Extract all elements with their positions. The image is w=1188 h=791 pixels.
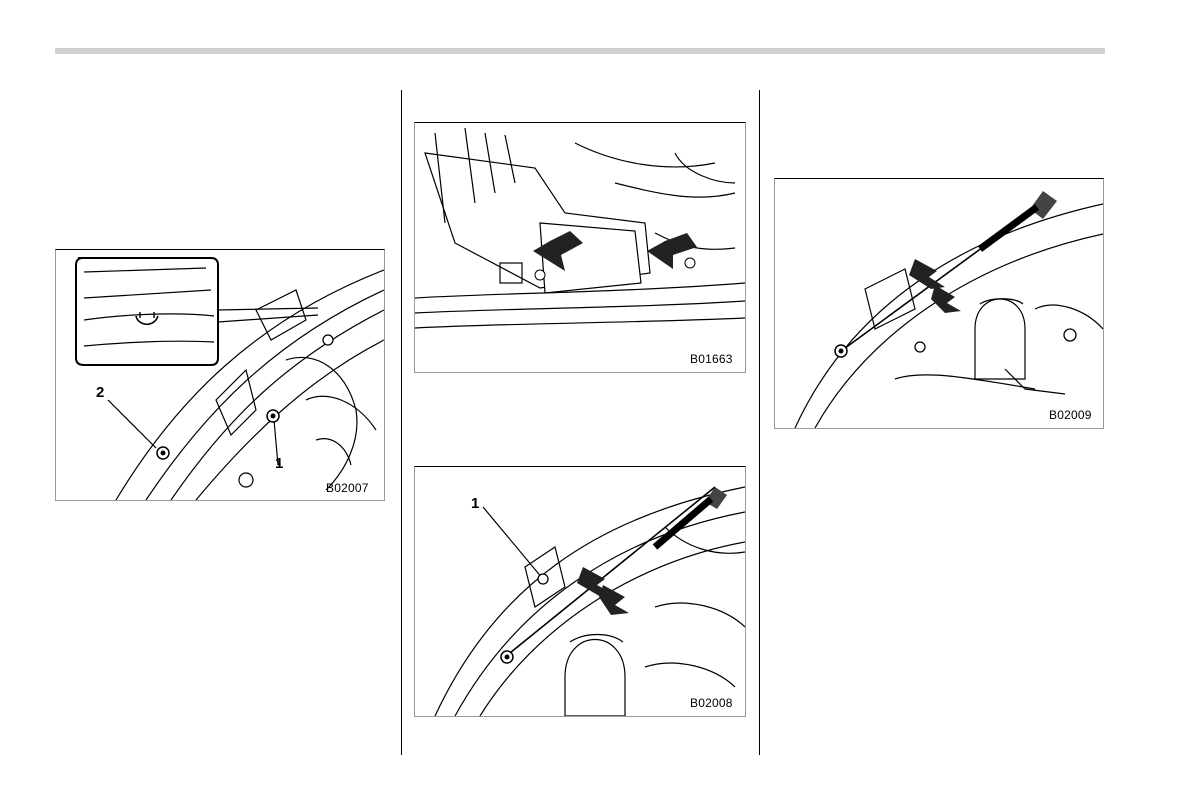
figure-code: B02008	[690, 696, 733, 710]
column-divider-right	[759, 90, 760, 755]
header-rule	[55, 48, 1105, 54]
figure-b02008: 1 B02008	[414, 466, 746, 717]
figure-b02007: 2 1 B02007	[55, 249, 385, 501]
figure-b02008-drawing	[415, 467, 745, 716]
figure-b02009: B02009	[774, 178, 1104, 429]
figure-code: B02009	[1049, 408, 1092, 422]
figure-code: B01663	[690, 352, 733, 366]
column-divider-left	[401, 90, 402, 755]
figure-b02007-drawing	[56, 250, 384, 500]
figure-b01663-drawing	[415, 123, 745, 372]
figure-b01663: B01663	[414, 122, 746, 373]
callout-1: 1	[471, 495, 479, 512]
callout-2: 2	[96, 384, 104, 401]
figure-code: B02007	[326, 481, 369, 495]
figure-b02009-drawing	[775, 179, 1103, 428]
callout-1: 1	[275, 455, 283, 472]
